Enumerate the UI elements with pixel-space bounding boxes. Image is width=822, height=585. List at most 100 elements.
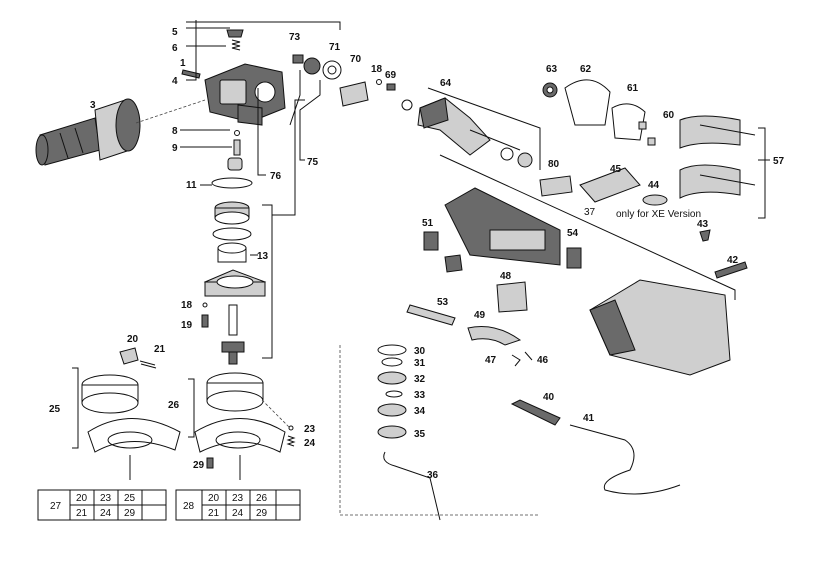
baffle-62 bbox=[564, 79, 611, 126]
bearing-71a bbox=[303, 57, 321, 75]
callout-73: 73 bbox=[289, 32, 301, 43]
table-28-cell: 20 bbox=[208, 493, 220, 504]
callout-70: 70 bbox=[350, 54, 362, 65]
guard-25 bbox=[81, 374, 181, 480]
lever-49 bbox=[467, 326, 522, 346]
callout-57: 57 bbox=[773, 156, 785, 167]
connector-54 bbox=[566, 247, 582, 269]
callout-23: 23 bbox=[304, 424, 316, 435]
pin-9 bbox=[233, 139, 241, 156]
callout-45: 45 bbox=[610, 164, 622, 175]
callout-labels: 5 6 1 4 3 8 9 11 76 75 73 71 70 18 69 64… bbox=[49, 27, 785, 481]
callout-60: 60 bbox=[663, 110, 675, 121]
screw-69 bbox=[386, 83, 396, 91]
callout-29: 29 bbox=[193, 460, 205, 471]
callout-76: 76 bbox=[270, 171, 282, 182]
armature-64 bbox=[401, 97, 533, 168]
part-44 bbox=[642, 194, 668, 206]
table-28-cell: 26 bbox=[256, 493, 268, 504]
part-60b bbox=[647, 137, 656, 146]
kit-table-28: 28 20 23 26 21 24 29 bbox=[175, 489, 301, 521]
part-43 bbox=[699, 229, 711, 242]
callout-19: 19 bbox=[181, 320, 193, 331]
o-ring-11 bbox=[211, 177, 253, 189]
table-28-cell: 21 bbox=[208, 508, 220, 519]
clip bbox=[444, 254, 463, 273]
spring-24 bbox=[286, 435, 296, 447]
callout-9: 9 bbox=[172, 143, 178, 154]
callout-53: 53 bbox=[437, 297, 449, 308]
nut-35 bbox=[377, 425, 407, 439]
callout-26: 26 bbox=[168, 400, 180, 411]
table-28-cell: 23 bbox=[232, 493, 244, 504]
plate-70 bbox=[339, 81, 369, 107]
callout-4: 4 bbox=[172, 76, 178, 87]
flange-34 bbox=[377, 403, 407, 417]
callout-36: 36 bbox=[427, 470, 439, 481]
rear-housing bbox=[589, 279, 731, 376]
callout-41: 41 bbox=[583, 413, 595, 424]
table-28-label: 28 bbox=[183, 501, 195, 512]
callout-43: 43 bbox=[697, 219, 709, 230]
cord-41 bbox=[569, 424, 681, 495]
flange-32 bbox=[377, 371, 407, 385]
side-handle bbox=[35, 98, 141, 166]
gear-head bbox=[204, 63, 286, 126]
callout-32: 32 bbox=[414, 374, 426, 385]
callout-51: 51 bbox=[422, 218, 434, 229]
table-27-cell: 21 bbox=[76, 508, 88, 519]
ring-33 bbox=[385, 390, 403, 398]
callout-44: 44 bbox=[648, 180, 660, 191]
field-61 bbox=[611, 103, 646, 141]
switch-48 bbox=[496, 281, 528, 313]
bearing-63-hole bbox=[546, 86, 554, 94]
callout-71: 71 bbox=[329, 42, 341, 53]
bearing-71b-hole bbox=[327, 65, 337, 75]
motor-housing bbox=[444, 187, 561, 266]
callout-40: 40 bbox=[543, 392, 555, 403]
part-drawings bbox=[35, 29, 756, 521]
part-60a bbox=[638, 121, 647, 130]
part-80 bbox=[539, 175, 573, 197]
callout-33: 33 bbox=[414, 390, 426, 401]
table-27-cell: 25 bbox=[124, 493, 136, 504]
callout-31: 31 bbox=[414, 358, 426, 369]
callout-30: 30 bbox=[414, 346, 426, 357]
brushes-57 bbox=[679, 115, 756, 199]
leader-lines bbox=[72, 20, 770, 449]
table-27-label: 27 bbox=[50, 501, 62, 512]
callout-35: 35 bbox=[414, 429, 426, 440]
ball-23 bbox=[288, 425, 294, 431]
callout-21: 21 bbox=[154, 344, 166, 355]
spindle-stack bbox=[203, 201, 267, 365]
callout-46: 46 bbox=[537, 355, 549, 366]
callout-64: 64 bbox=[440, 78, 452, 89]
guard-clamp-20 bbox=[119, 347, 139, 365]
callout-37: 37 bbox=[584, 207, 596, 218]
callout-63: 63 bbox=[546, 64, 558, 75]
callout-11: 11 bbox=[186, 180, 197, 191]
spindle-lock-button bbox=[226, 29, 244, 38]
callout-18-mid: 18 bbox=[181, 300, 193, 311]
callout-42: 42 bbox=[727, 255, 739, 266]
lock-spring bbox=[231, 39, 241, 51]
callout-20: 20 bbox=[127, 334, 139, 345]
callout-13: 13 bbox=[257, 251, 269, 262]
callout-5: 5 bbox=[172, 27, 178, 38]
callout-18-top: 18 bbox=[371, 64, 383, 75]
bearing-73 bbox=[292, 54, 304, 64]
callout-54: 54 bbox=[567, 228, 579, 239]
callout-34: 34 bbox=[414, 406, 426, 417]
module-45 bbox=[579, 167, 641, 203]
callout-3: 3 bbox=[90, 100, 96, 111]
callout-24: 24 bbox=[304, 438, 316, 449]
spring-46-47 bbox=[511, 351, 533, 367]
table-27-cell: 20 bbox=[76, 493, 88, 504]
callout-47: 47 bbox=[485, 355, 497, 366]
washer-18 bbox=[202, 302, 208, 308]
guard-26 bbox=[194, 372, 286, 480]
table-28-cell: 24 bbox=[232, 508, 244, 519]
callout-25: 25 bbox=[49, 404, 61, 415]
